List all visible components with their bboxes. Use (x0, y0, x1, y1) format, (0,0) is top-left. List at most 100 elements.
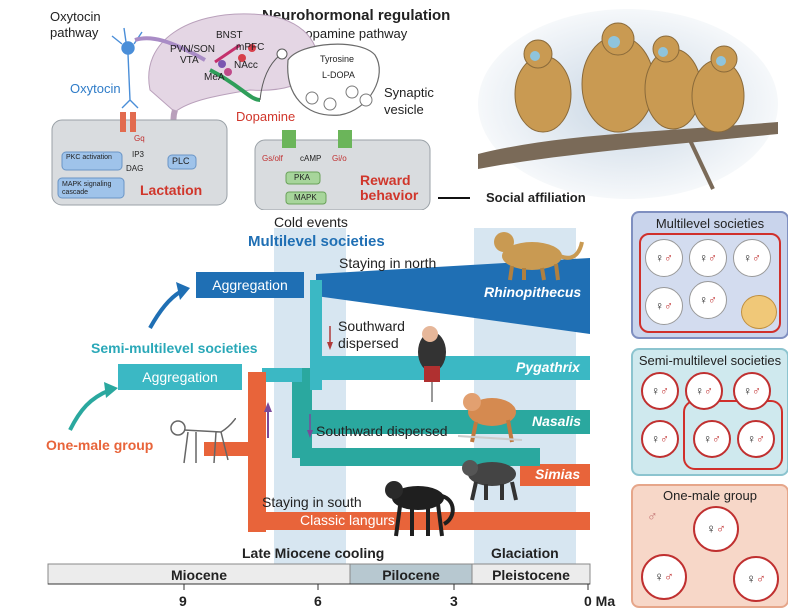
pkc-label: PKC activation (66, 154, 112, 161)
staying-north-label: Staying in north (339, 255, 437, 271)
plc-label: PLC (172, 156, 190, 166)
unit-circle: ♀♂ (733, 556, 779, 602)
panel-multilevel-title: Multilevel societies (655, 216, 765, 231)
reward-behavior-label: Reward behavior (360, 172, 419, 203)
aggregation-box-1 (118, 364, 242, 390)
ip3-label: IP3 (132, 150, 145, 159)
gq-label: Gq (134, 134, 145, 143)
mapk-cascade-label: MAPK signaling cascade (62, 181, 112, 196)
lineage-classic-langurs: Classic langurs (300, 512, 395, 528)
cold-events-label: Cold events (274, 214, 348, 230)
late-miocene-label: Late Miocene cooling (242, 545, 385, 561)
simias-monkey-icon (462, 460, 518, 501)
aggregation-label-2: Aggregation (212, 277, 288, 293)
phylogeny-diagram (47, 228, 591, 590)
lineage-simias: Simias (535, 466, 581, 482)
skeleton-icon (170, 418, 236, 464)
lineage-pygathrix: Pygathrix (516, 359, 580, 375)
unit-circle: ♀♂ (689, 281, 727, 319)
brain-region-mea: MeA (204, 72, 225, 83)
tick-0: 0 Ma (584, 593, 616, 609)
pygathrix-branch (316, 356, 590, 380)
nasalis-monkey-icon (457, 393, 523, 443)
dopamine-neuron-icon (259, 48, 288, 101)
pka-box (285, 171, 321, 185)
synaptic-vesicle-label: Synaptic vesicle (384, 85, 434, 117)
arrow-to-semi (68, 388, 111, 431)
root-branch (204, 442, 254, 456)
social-affiliation-label: Social affiliation (486, 190, 586, 205)
epoch-label-pilocene: Pilocene (382, 567, 440, 583)
unit-circle: ♀♂ (693, 420, 731, 458)
rhinopithecus-monkey-icon (494, 232, 584, 281)
staying-south-label: Staying in south (262, 494, 362, 510)
semi-multilevel-label: Semi-multilevel societies (91, 340, 258, 356)
unit-circle: ♀♂ (641, 420, 679, 458)
dopa-label: L-DOPA (322, 70, 355, 80)
tyrosine-label: Tyrosine (320, 54, 355, 64)
solitary-male-icon: ♂ (647, 508, 658, 524)
pygathrix-monkey-icon (418, 326, 446, 402)
epoch-label-pleistocene: Pleistocene (492, 567, 570, 583)
southward-dispersed-label-2: Southward dispersed (316, 423, 448, 439)
arrow-to-multi (148, 290, 182, 329)
unit-circle: ♀♂ (693, 506, 739, 552)
aggregation-label-1: Aggregation (142, 369, 218, 385)
langur-monkey-icon (385, 481, 455, 537)
panel-one-male-title: One-male group (663, 488, 757, 503)
dag-label: DAG (126, 164, 144, 173)
neuro-illustration (51, 13, 470, 210)
multilevel-label: Multilevel societies (248, 233, 385, 250)
all-male-unit (741, 295, 777, 329)
glaciation-label: Glaciation (491, 545, 559, 561)
oxytocin-pathway-label: Oxytocin pathway (50, 9, 101, 40)
plc-box (167, 154, 197, 170)
panel-one-male: One-male group ♀♂ ♀♂ ♀♂ ♂ (631, 484, 788, 608)
mapk-box (57, 177, 125, 199)
lineage-rhinopithecus: Rhinopithecus (484, 284, 582, 300)
unit-circle: ♀♂ (645, 239, 683, 277)
monkey-group-illustration (478, 9, 778, 199)
unit-circle: ♀♂ (641, 554, 687, 600)
unit-circle: ♀♂ (737, 420, 775, 458)
one-male-label: One-male group (46, 437, 154, 453)
brain-region-bnst: BNST (216, 30, 243, 41)
lineage-nasalis: Nasalis (532, 413, 582, 429)
mapk-box-2 (285, 191, 327, 205)
semi-enclosure (683, 400, 783, 470)
mapk-label: MAPK (294, 193, 317, 202)
tick-3: 3 (450, 593, 458, 609)
neuro-title: Neurohormonal regulation (262, 7, 451, 24)
tick-9: 9 (179, 593, 187, 609)
unit-circle: ♀♂ (733, 239, 771, 277)
brain-region-pvn: PVN/SON (170, 44, 216, 55)
classic-langurs-branch (248, 512, 590, 530)
tick-6: 6 (314, 593, 322, 609)
unit-circle: ♀♂ (645, 287, 683, 325)
unit-circle: ♀♂ (733, 372, 771, 410)
unit-circle: ♀♂ (685, 372, 723, 410)
epoch-label-miocene: Miocene (170, 567, 227, 583)
brain-region-nacc: NAcc (234, 60, 258, 71)
lactation-label: Lactation (140, 182, 203, 198)
pkc-box (61, 151, 123, 171)
unit-circle: ♀♂ (641, 372, 679, 410)
dopamine-label: Dopamine (236, 109, 296, 124)
brain-region-mpfc: mPFC (236, 42, 265, 53)
panel-semi-title: Semi-multilevel societies (638, 353, 782, 368)
camp-label: cAMP (300, 154, 322, 163)
simias-branch (520, 464, 590, 486)
aggregation-box-2 (196, 272, 304, 298)
rhinopithecus-branch (316, 258, 590, 334)
panel-semi-multilevel: Semi-multilevel societies ♀♂ ♀♂ ♀♂ ♀♂ ♀♂… (631, 348, 788, 476)
panel-multilevel: Multilevel societies ♀♂ ♀♂ ♀♂ ♀♂ ♀♂ (631, 211, 788, 339)
unit-circle: ♀♂ (689, 239, 727, 277)
gi-label: Gi/o (332, 154, 347, 163)
oxytocin-label: Oxytocin (70, 81, 121, 96)
pka-label: PKA (294, 173, 311, 182)
gs-label: Gs/olf (262, 154, 283, 163)
brain-region-vta: VTA (180, 55, 199, 66)
nasalis-branch (292, 410, 590, 434)
southward-dispersed-label-1: Southward dispersed (338, 318, 405, 351)
dopamine-pathway-label: Dopamine pathway (296, 26, 408, 41)
